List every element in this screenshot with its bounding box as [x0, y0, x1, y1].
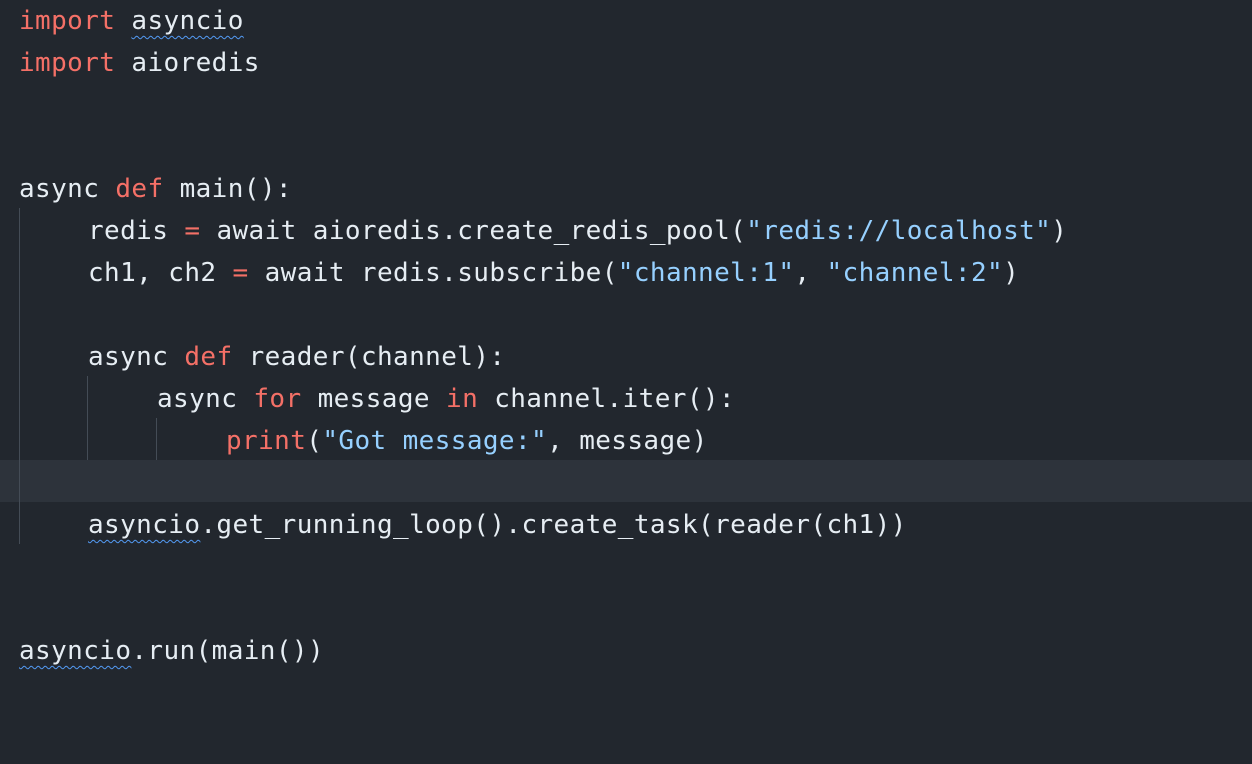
- indent-guide-reader: [87, 376, 88, 460]
- code-text: ,: [794, 258, 827, 288]
- keyword: async: [19, 174, 100, 204]
- identifier: asyncio: [88, 510, 201, 540]
- keyword: def: [184, 342, 233, 372]
- keyword: in: [446, 384, 479, 414]
- code-text: (: [306, 426, 323, 456]
- code-line-2[interactable]: import aioredis: [19, 42, 260, 84]
- code-text: ): [1051, 216, 1068, 246]
- code-text: ch1, ch2: [88, 258, 233, 288]
- code-line-1[interactable]: import asyncio: [19, 0, 244, 42]
- operator: =: [232, 258, 249, 288]
- string-literal: "channel:1": [617, 258, 795, 288]
- string-literal: "Got message:": [322, 426, 548, 456]
- code-text: main():: [179, 174, 292, 204]
- code-text: , message): [547, 426, 708, 456]
- code-text: channel.iter():: [494, 384, 735, 414]
- string-literal: "channel:2": [826, 258, 1004, 288]
- identifier: asyncio: [19, 636, 132, 666]
- code-text: await aioredis.create_redis_pool(: [200, 216, 747, 246]
- code-text: reader(channel):: [248, 342, 506, 372]
- keyword: import: [19, 48, 116, 78]
- indent-guide-for: [156, 418, 157, 460]
- indent-guide-main: [19, 208, 20, 544]
- code-line-16[interactable]: asyncio.run(main()): [19, 630, 324, 672]
- code-text: await redis.subscribe(: [248, 258, 618, 288]
- code-line-9[interactable]: async def reader(channel):: [88, 336, 505, 378]
- builtin-function: print: [226, 426, 307, 456]
- code-line-5[interactable]: async def main():: [19, 168, 292, 210]
- current-line-highlight: [0, 460, 1252, 502]
- code-line-11[interactable]: print("Got message:", message): [226, 420, 708, 462]
- identifier: message: [317, 384, 430, 414]
- keyword: async: [88, 342, 169, 372]
- keyword: import: [19, 6, 116, 36]
- code-line-7[interactable]: ch1, ch2 = await redis.subscribe("channe…: [88, 252, 1019, 294]
- code-text: .run(main()): [131, 636, 325, 666]
- keyword: async: [157, 384, 238, 414]
- code-line-10[interactable]: async for message in channel.iter():: [157, 378, 735, 420]
- code-text: ): [1003, 258, 1020, 288]
- string-literal: "redis://localhost": [746, 216, 1052, 246]
- keyword: def: [115, 174, 164, 204]
- code-line-13[interactable]: asyncio.get_running_loop().create_task(r…: [88, 504, 907, 546]
- identifier: aioredis: [131, 48, 260, 78]
- code-text: redis: [88, 216, 185, 246]
- identifier: asyncio: [131, 6, 244, 36]
- keyword: for: [253, 384, 302, 414]
- operator: =: [184, 216, 201, 246]
- code-line-6[interactable]: redis = await aioredis.create_redis_pool…: [88, 210, 1067, 252]
- code-text: .get_running_loop().create_task(reader(c…: [200, 510, 907, 540]
